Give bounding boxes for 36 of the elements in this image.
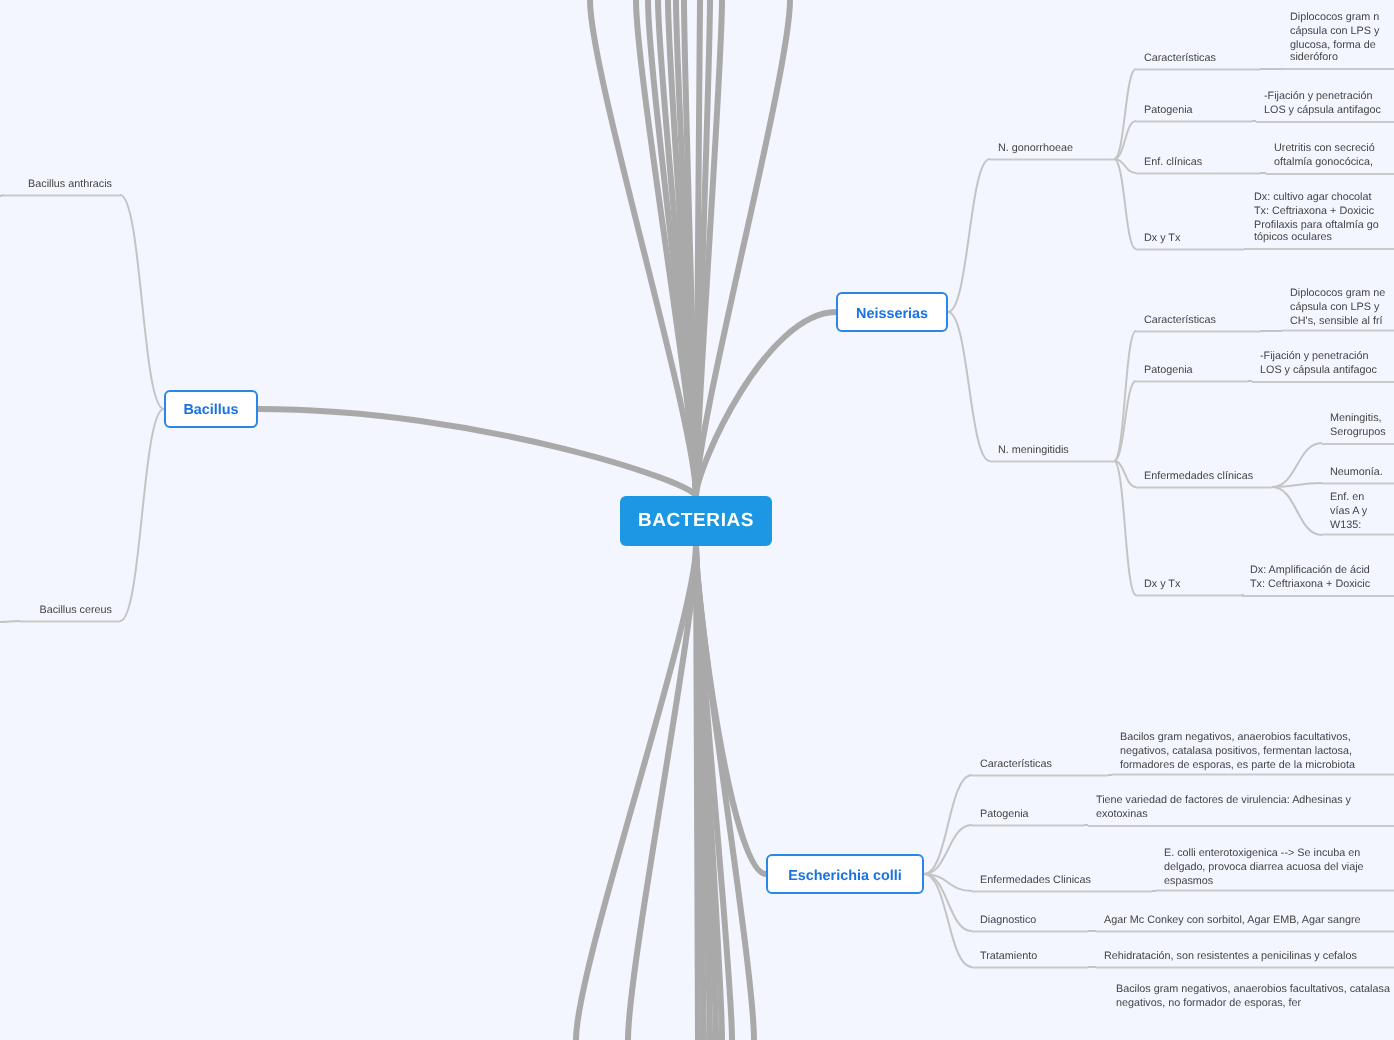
- connector-line: [1113, 330, 1137, 462]
- connector-line: [693, 309, 837, 497]
- connector-line: [1271, 442, 1323, 488]
- connector-line: [1259, 330, 1283, 332]
- central-topic-box: BACTERIAS: [620, 496, 772, 546]
- connector-line: [0, 620, 21, 623]
- connector-line: [1083, 824, 1089, 826]
- connector-line: [1271, 482, 1323, 488]
- connector-line: [257, 406, 699, 499]
- connector-line: [923, 824, 973, 875]
- connector-line: [119, 408, 165, 622]
- connector-line: [1087, 966, 1097, 968]
- connector-line: [1113, 380, 1137, 462]
- connector-line: [947, 158, 991, 313]
- connector-line: [1259, 68, 1283, 70]
- connector-line: [923, 774, 973, 875]
- connector-line: [1113, 158, 1137, 174]
- connector-line: [119, 194, 165, 410]
- connector-line: [1113, 158, 1137, 250]
- connector-line: [0, 194, 5, 197]
- connector-line: [1259, 172, 1267, 174]
- connector-line: [1113, 120, 1137, 160]
- connector-line: [947, 311, 991, 462]
- connector-line: [1251, 120, 1257, 122]
- connector-line: [923, 873, 973, 968]
- connector-line: [1113, 68, 1137, 160]
- connector-line: [1107, 774, 1113, 776]
- connector-line: [1151, 890, 1157, 892]
- connector-line: [1087, 930, 1097, 932]
- connector-line: [1271, 486, 1323, 536]
- connector-line: [693, 0, 793, 497]
- connector-line: [693, 545, 757, 1040]
- connector-line: [1247, 380, 1253, 382]
- connector-line: [1113, 460, 1137, 488]
- connector-line: [923, 873, 973, 932]
- connector-line: [1113, 460, 1137, 596]
